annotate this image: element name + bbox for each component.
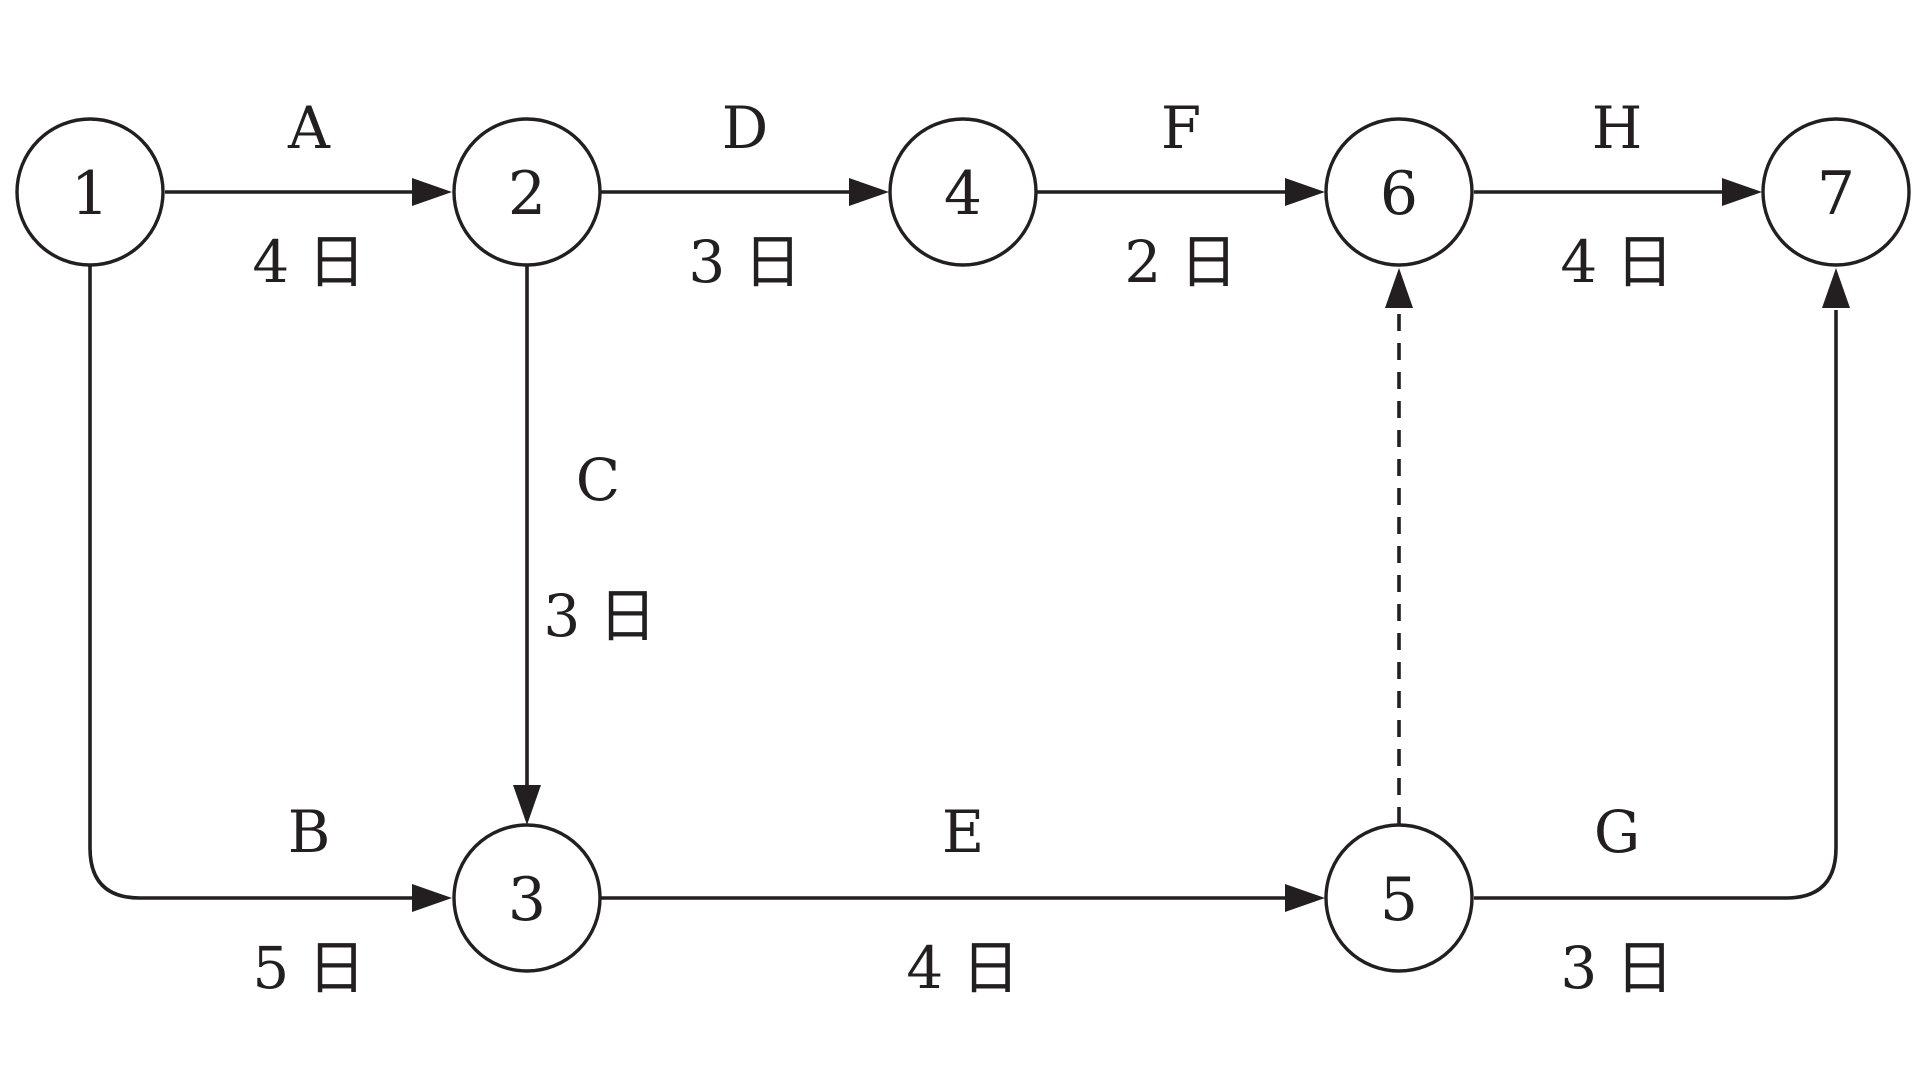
arrow-head [1822,268,1850,308]
arrow-head [412,178,452,206]
node-2: 2 [452,117,602,267]
activity-c-duration: 3 日 [543,582,656,650]
node-label: 1 [71,159,109,229]
activity-f-duration: 2 日 [1124,228,1237,296]
activity-e-name: E [942,798,984,866]
arrow-head [849,178,889,206]
node-circle [888,117,1038,267]
activity-g-duration: 3 日 [1560,934,1673,1002]
node-7: 7 [1761,117,1911,267]
activity-c-name: C [576,446,620,514]
node-circle [1761,117,1911,267]
arrow-head [1385,268,1413,308]
node-circle [1324,117,1474,267]
activity-d-duration: 3 日 [688,228,801,296]
arrow-head [412,884,452,912]
edges [88,178,1850,912]
node-4: 4 [888,117,1038,267]
node-5: 5 [1324,823,1474,973]
node-6: 6 [1324,117,1474,267]
node-circle [1324,823,1474,973]
activity-b-duration: 5 日 [252,934,365,1002]
activity-a-name: A [287,94,331,162]
nodes: 1 2 3 4 5 6 7 [15,117,1911,973]
activity-d-name: D [722,94,769,162]
activity-labels: A 4 日 B 5 日 C 3 日 D 3 日 E 4 日 F 2 日 G 3 … [252,94,1673,1002]
arrow-head [513,785,541,825]
activity-b-name: B [288,798,331,866]
node-1: 1 [15,117,165,267]
node-label: 7 [1817,159,1855,229]
node-3: 3 [452,823,602,973]
activity-e-duration: 4 日 [906,934,1019,1002]
activity-f-name: F [1161,94,1201,162]
node-circle [452,117,602,267]
node-label: 5 [1380,865,1418,935]
arrow-head [1722,178,1762,206]
activity-a-duration: 4 日 [252,228,365,296]
edge-g [1474,310,1838,900]
activity-h-duration: 4 日 [1560,228,1673,296]
edge-b [88,266,418,900]
node-label: 2 [508,159,546,229]
arrow-head [1285,884,1325,912]
activity-h-name: H [1592,94,1643,162]
activity-g-name: G [1594,798,1640,866]
node-label: 6 [1380,159,1418,229]
node-label: 4 [944,159,982,229]
node-label: 3 [508,865,546,935]
node-circle [15,117,165,267]
node-circle [452,823,602,973]
arrow-head [1285,178,1325,206]
